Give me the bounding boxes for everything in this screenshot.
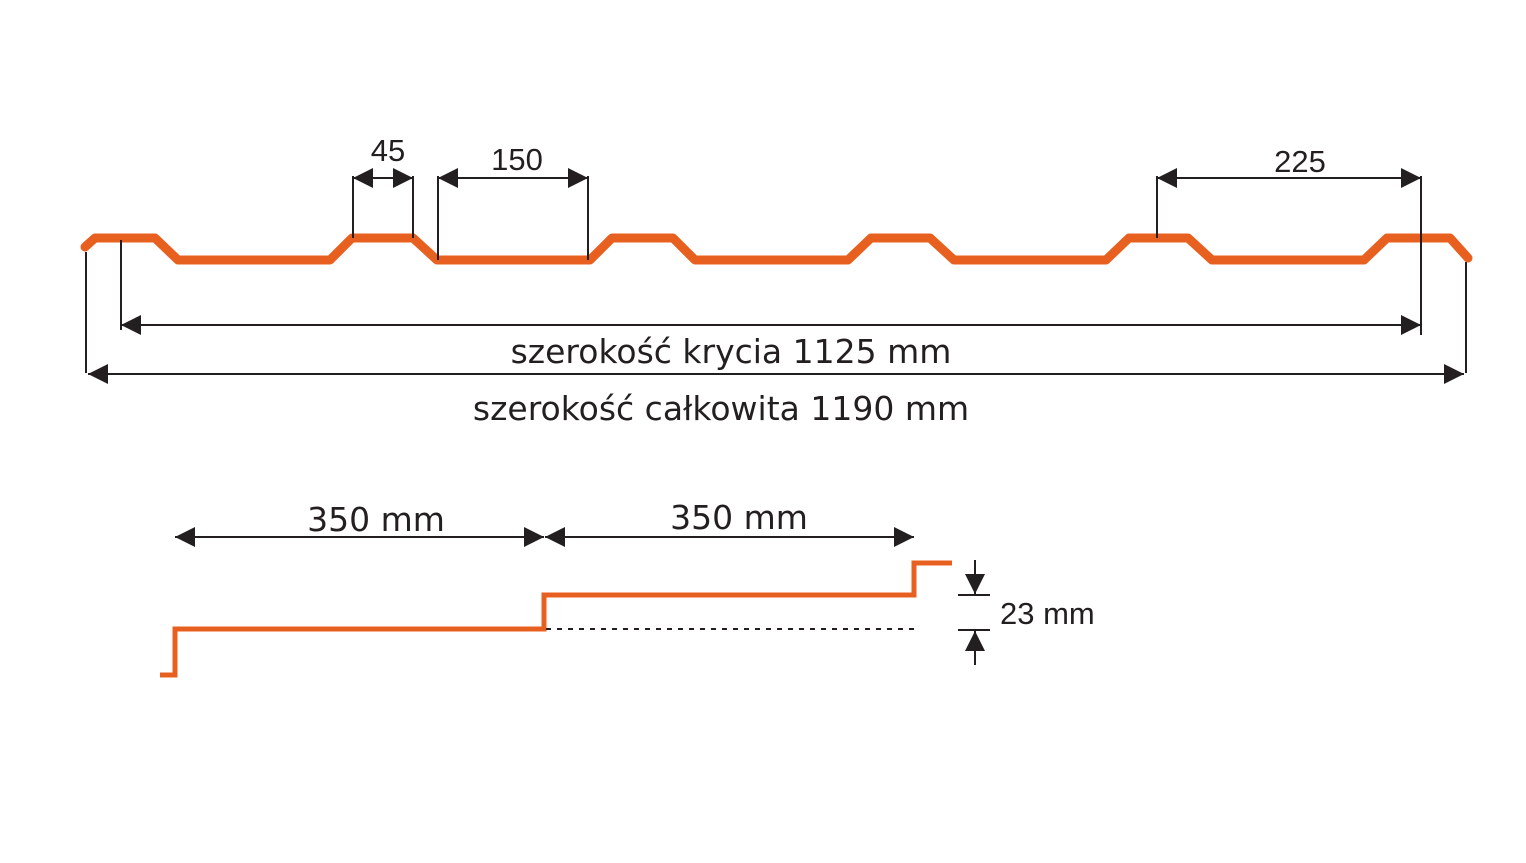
step-height-dimension bbox=[958, 560, 990, 665]
module-right-label: 350 mm bbox=[670, 498, 808, 537]
dim-crest-label: 45 bbox=[371, 133, 405, 168]
module-left-label: 350 mm bbox=[307, 500, 445, 539]
dim-valley-label: 150 bbox=[491, 142, 543, 177]
step-height-label: 23 mm bbox=[1000, 596, 1095, 631]
total-width-label: szerokość całkowita 1190 mm bbox=[473, 389, 969, 428]
dim-pitch-label: 225 bbox=[1274, 144, 1326, 179]
coverage-width-label: szerokość krycia 1125 mm bbox=[511, 332, 952, 371]
sheet-profile bbox=[80, 233, 1473, 265]
step-profile bbox=[160, 560, 952, 678]
extension-lines bbox=[85, 176, 1467, 373]
